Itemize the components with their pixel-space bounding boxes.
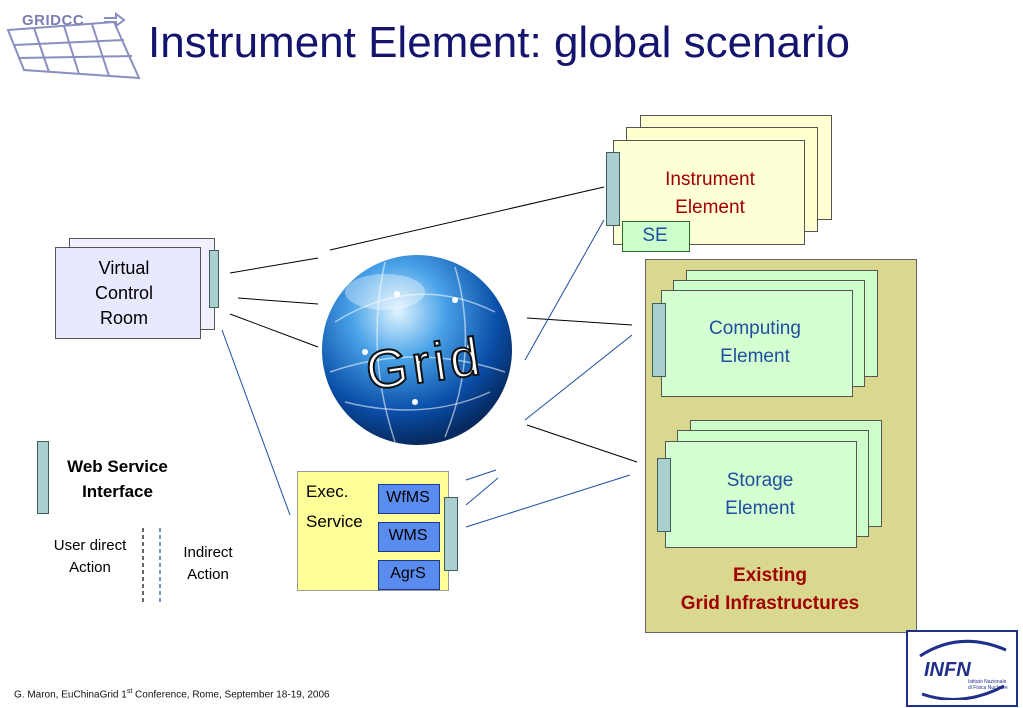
svg-text:Grid: Grid [362, 326, 487, 400]
line-exec-se [465, 474, 631, 528]
ie-web-service-interface [606, 152, 620, 226]
virtual-control-room [55, 247, 201, 339]
vcr-label: Virtual Control Room [94, 258, 154, 328]
line-exec-grid-2 [465, 477, 499, 506]
line-vcr-grid-2 [237, 297, 319, 305]
computing-element [661, 290, 853, 397]
legend-indirect: Indirect Action [183, 544, 233, 583]
storage-element [665, 441, 857, 548]
svg-text:INFN: INFN [924, 659, 971, 681]
exec-service-label: Exec. Service [306, 482, 363, 531]
wms-label: WMS [388, 527, 428, 544]
ie-label: Instrument Element [665, 169, 755, 218]
existing-label: Existing Grid Infrastructures [680, 565, 860, 614]
exec-web-service-interface [444, 497, 458, 571]
line-vcr-exec [221, 329, 291, 516]
legend-user-direct: User direct Action [53, 537, 127, 576]
line-grid-ie-blue [524, 219, 605, 361]
line-vcr-grid-1 [229, 257, 319, 274]
logo-text: GRIDCC [22, 12, 85, 29]
line-grid-ce-blue [524, 334, 633, 421]
se-box [622, 221, 690, 252]
legend-wsi-symbol [37, 441, 49, 514]
svg-text:Istituto Nazionale: Istituto Nazionale [968, 679, 1007, 685]
line-vcr-grid-3 [229, 313, 319, 348]
page-title: Instrument Element: global scenario [148, 18, 850, 67]
grid-label: Grid [361, 325, 488, 400]
line-grid-ce [526, 317, 633, 326]
infn-logo-icon: INFN Istituto Nazionale di Fisica Nuclea… [919, 639, 1008, 700]
wfms-label: WfMS [386, 489, 430, 506]
ce-label: Computing Element [709, 318, 801, 367]
wfms-box [378, 484, 440, 514]
agrs-box [378, 560, 440, 590]
agrs-label: AgrS [390, 565, 426, 582]
storage-label: Storage Element [725, 470, 795, 519]
ce-web-service-interface [652, 303, 666, 377]
line-exec-grid-1 [465, 469, 497, 481]
svg-text:di Fisica Nucleare: di Fisica Nucleare [968, 685, 1008, 691]
se-label: SE [642, 225, 668, 246]
globe-icon [322, 255, 512, 445]
line-grid-se [526, 424, 638, 463]
footer-text: G. Maron, EuChinaGrid 1st Conference, Ro… [14, 688, 330, 701]
gridcc-logo-icon [6, 12, 141, 80]
vcr-web-service-interface [209, 250, 219, 308]
line-grid-ie [329, 186, 605, 251]
legend-wsi-label: Web Service Interface [67, 457, 168, 501]
wms-box [378, 522, 440, 552]
se-web-service-interface [657, 458, 671, 532]
